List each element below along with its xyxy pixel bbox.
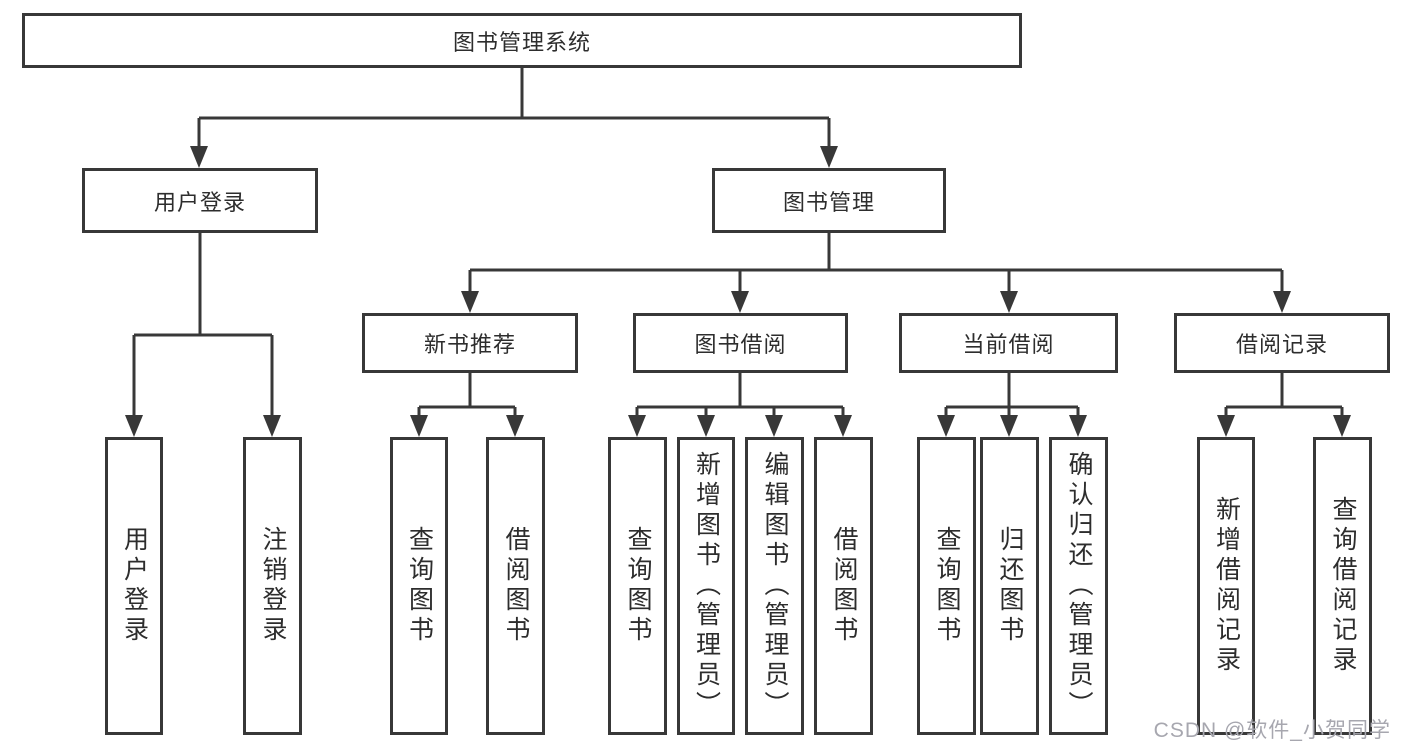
node-book-management-label: 图书管理 [782,189,875,215]
node-new-book-recommend: 新书推荐 [362,313,578,373]
arrow-down-icon [1000,415,1018,437]
arrow-down-icon [1217,415,1235,437]
connector-new-book-recommend [410,373,524,437]
leaf-edit-book-admin-label: 编辑图书（管理员） [761,451,789,721]
leaf-borrow-books: 借阅图书 [814,437,873,735]
arrow-down-icon [937,415,955,437]
arrow-down-icon [765,415,783,437]
arrow-down-icon [697,415,715,437]
leaf-logout-label: 注销登录 [259,526,287,646]
arrow-down-icon [263,415,281,437]
leaf-add-book-admin-label: 新增图书（管理员） [692,451,721,721]
leaf-confirm-return-admin-label: 确认归还（管理员） [1065,451,1093,721]
watermark: CSDN @软件_小贺同学 [1153,719,1391,742]
node-current-borrowing-label: 当前借阅 [962,332,1055,357]
connector-book-borrowing [628,373,852,437]
node-user-login-label: 用户登录 [153,189,246,215]
leaf-user-login-label: 用户登录 [120,526,149,646]
leaf-edit-book-admin: 编辑图书（管理员） [745,437,804,735]
connector-borrowing-records [1217,373,1351,437]
leaf-query-books-current-label: 查询图书 [933,526,961,646]
leaf-logout: 注销登录 [243,437,302,735]
arrow-down-icon [820,146,838,168]
node-current-borrowing: 当前借阅 [899,313,1118,373]
leaf-query-books-current: 查询图书 [917,437,976,735]
node-borrowing-records: 借阅记录 [1174,313,1390,373]
leaf-query-books-recommend-label: 查询图书 [405,526,434,646]
arrow-down-icon [125,415,143,437]
connector-root [190,68,838,168]
leaf-user-login: 用户登录 [105,437,163,735]
node-book-borrowing-label: 图书借阅 [694,332,787,357]
leaf-query-borrow-record-label: 查询借阅记录 [1329,496,1357,676]
arrow-down-icon [1000,291,1018,313]
node-root: 图书管理系统 [22,13,1022,68]
leaf-query-books-borrowing-label: 查询图书 [624,526,652,646]
node-new-book-recommend-label: 新书推荐 [423,332,516,357]
node-borrowing-records-label: 借阅记录 [1235,332,1328,357]
leaf-query-books-recommend: 查询图书 [390,437,448,735]
arrow-down-icon [1069,415,1087,437]
arrow-down-icon [834,415,852,437]
leaf-borrow-books-recommend-label: 借阅图书 [502,526,530,646]
leaf-borrow-books-recommend: 借阅图书 [486,437,545,735]
leaf-confirm-return-admin: 确认归还（管理员） [1049,437,1108,735]
leaf-add-borrow-record: 新增借阅记录 [1197,437,1255,735]
arrow-down-icon [190,146,208,168]
leaf-add-borrow-record-label: 新增借阅记录 [1212,496,1241,676]
arrow-down-icon [731,291,749,313]
connector-book-management [461,233,1291,313]
arrow-down-icon [461,291,479,313]
leaf-borrow-books-label: 借阅图书 [830,526,858,646]
arrow-down-icon [628,415,646,437]
leaf-return-book: 归还图书 [980,437,1039,735]
arrow-down-icon [410,415,428,437]
leaf-query-books-borrowing: 查询图书 [608,437,667,735]
leaf-add-book-admin: 新增图书（管理员） [677,437,735,735]
arrow-down-icon [506,415,524,437]
connector-current-borrowing [937,373,1087,437]
node-book-borrowing: 图书借阅 [633,313,848,373]
node-user-login: 用户登录 [82,168,318,233]
node-root-label: 图书管理系统 [452,29,591,55]
arrow-down-icon [1333,415,1351,437]
connector-user-login [125,233,281,437]
arrow-down-icon [1273,291,1291,313]
node-book-management: 图书管理 [712,168,946,233]
leaf-return-book-label: 归还图书 [996,526,1024,646]
leaf-query-borrow-record: 查询借阅记录 [1313,437,1372,735]
